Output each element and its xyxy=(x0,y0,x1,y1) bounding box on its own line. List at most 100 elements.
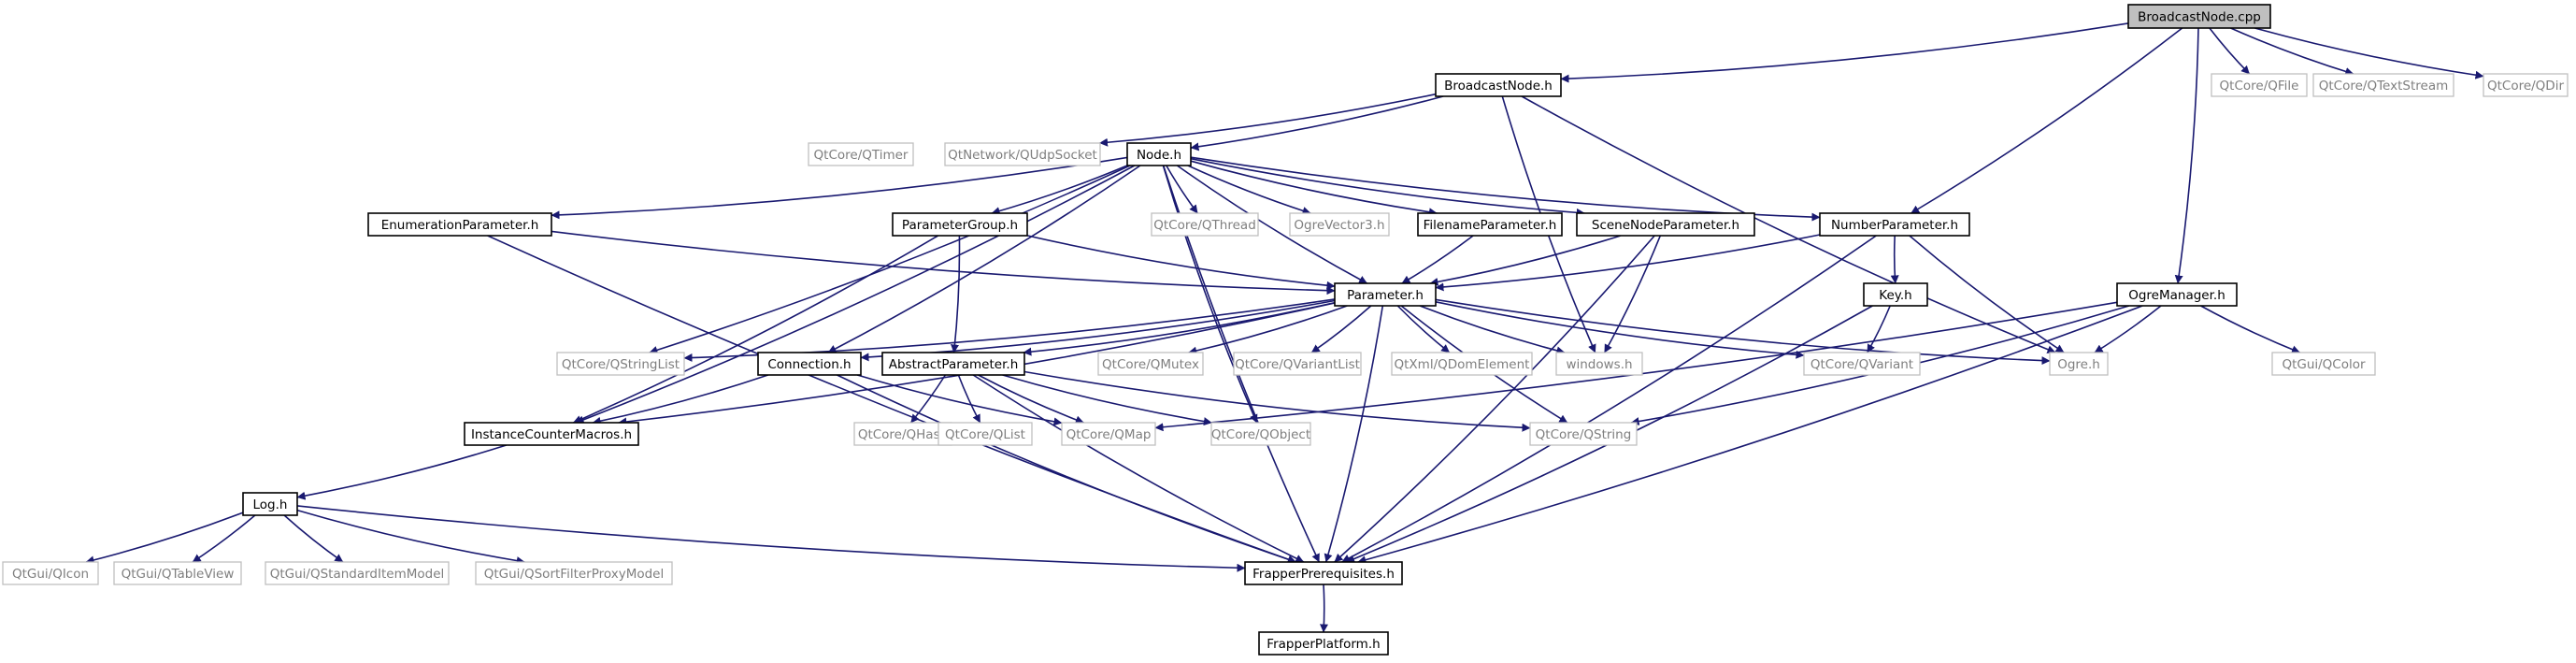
edge-broadcastnode_cpp-to-qdir xyxy=(2254,27,2484,79)
node-log-h[interactable]: Log.h xyxy=(242,492,298,516)
node-qmap: QtCore/QMap xyxy=(1061,422,1156,446)
node-label: Parameter.h xyxy=(1347,288,1424,303)
node-label: QtCore/QMutex xyxy=(1102,357,1199,372)
edge-node_h-to-connection_h xyxy=(827,165,1141,353)
edge-node_h-to-instcounter xyxy=(575,165,1136,425)
edge-broadcastnode_cpp-to-broadcastnode_h xyxy=(1560,22,2129,83)
node-qvariantlist: QtCore/QVariantList xyxy=(1233,352,1362,376)
edge-numberparam-to-key_h xyxy=(1890,235,1899,284)
node-box xyxy=(892,212,1028,237)
node-box xyxy=(1803,352,1921,376)
node-parameter-h[interactable]: Parameter.h xyxy=(1334,282,1437,307)
node-label: QtGui/QTableView xyxy=(122,567,235,582)
node-box xyxy=(1391,352,1533,376)
edge-parameter_h-to-frapperprereq xyxy=(1324,305,1384,563)
node-label: OgreVector3.h xyxy=(1294,218,1384,233)
node-box xyxy=(367,212,552,237)
node-instcounter[interactable]: InstanceCounterMacros.h xyxy=(464,422,639,446)
node-node-h[interactable]: Node.h xyxy=(1126,142,1192,166)
node-qstring: QtCore/QString xyxy=(1529,422,1638,446)
node-label: QtCore/QTimer xyxy=(814,148,909,163)
node-enumparam[interactable]: EnumerationParameter.h xyxy=(367,212,552,237)
node-box xyxy=(475,561,673,585)
node-label: QtCore/QDir xyxy=(2487,79,2564,94)
node-box xyxy=(242,492,298,516)
edge-node_h-to-qstringlist xyxy=(649,165,1131,354)
edge-abstractparam-to-qlist xyxy=(957,374,981,424)
edge-parameter_h-to-qmutex xyxy=(1188,305,1348,355)
node-box xyxy=(2127,4,2271,29)
node-frapperprereq[interactable]: FrapperPrerequisites.h xyxy=(1244,561,1403,585)
node-box xyxy=(944,142,1101,166)
node-windows-h: windows.h xyxy=(1555,352,1643,376)
node-label: QtCore/QHash xyxy=(858,427,948,442)
edge-scenenodeparam-to-parameter_h xyxy=(1429,235,1622,286)
node-ogrevector3: OgreVector3.h xyxy=(1289,212,1390,237)
node-box xyxy=(1529,422,1638,446)
node-box xyxy=(2116,282,2238,307)
node-ogre-h: Ogre.h xyxy=(2049,352,2109,376)
node-connection-h[interactable]: Connection.h xyxy=(757,352,862,376)
node-box xyxy=(1258,631,1389,656)
node-label: NumberParameter.h xyxy=(1831,218,1958,233)
node-qtimer: QtCore/QTimer xyxy=(808,142,914,166)
node-label: QtCore/QList xyxy=(945,427,1025,442)
node-abstractparam[interactable]: AbstractParameter.h xyxy=(881,352,1025,376)
node-label: QtXml/QDomElement xyxy=(1395,357,1530,372)
node-label: Ogre.h xyxy=(2057,357,2100,372)
edge-connection_h-to-qmap xyxy=(856,374,1063,426)
edge-scenenodeparam-to-windows_h xyxy=(1604,235,1662,353)
node-label: QtGui/QIcon xyxy=(12,567,89,582)
node-box xyxy=(1061,422,1156,446)
node-label: Log.h xyxy=(253,497,288,512)
node-label: SceneNodeParameter.h xyxy=(1592,218,1739,233)
node-box xyxy=(757,352,862,376)
node-label: EnumerationParameter.h xyxy=(381,218,539,233)
node-label: Key.h xyxy=(1879,288,1911,303)
edge-broadcastnode_cpp-to-qfile xyxy=(2209,27,2251,75)
node-label: Node.h xyxy=(1137,148,1181,163)
node-label: QtCore/QVariantList xyxy=(1235,357,1360,372)
node-box xyxy=(1151,212,1259,237)
node-label: FilenameParameter.h xyxy=(1424,218,1557,233)
edge-node_h-to-numberparam xyxy=(1190,156,1821,222)
node-frapperplatform[interactable]: FrapperPlatform.h xyxy=(1258,631,1389,656)
node-qtextstream: QtCore/QTextStream xyxy=(2312,73,2454,97)
node-qmutex: QtCore/QMutex xyxy=(1097,352,1204,376)
node-numberparam[interactable]: NumberParameter.h xyxy=(1819,212,1970,237)
node-qstringlist: QtCore/QStringList xyxy=(556,352,685,376)
node-paramgroup[interactable]: ParameterGroup.h xyxy=(892,212,1028,237)
node-key-h[interactable]: Key.h xyxy=(1863,282,1928,307)
node-ogremanager[interactable]: OgreManager.h xyxy=(2116,282,2238,307)
edge-broadcastnode_cpp-to-ogremanager xyxy=(2174,27,2199,284)
node-qhash: QtCore/QHash xyxy=(853,422,952,446)
edge-broadcastnode_h-to-node_h xyxy=(1190,95,1444,151)
node-label: QtCore/QObject xyxy=(1211,427,1310,442)
node-label: QtCore/QString xyxy=(1536,427,1632,442)
node-box xyxy=(2271,352,2376,376)
node-scenenodeparam[interactable]: SceneNodeParameter.h xyxy=(1576,212,1755,237)
edge-paramgroup-to-abstractparam xyxy=(951,235,961,353)
node-qdir: QtCore/QDir xyxy=(2483,73,2569,97)
node-box xyxy=(1244,561,1403,585)
node-box xyxy=(1435,73,1562,97)
node-box xyxy=(1819,212,1970,237)
edge-ogremanager-to-frapperprereq xyxy=(1357,305,2143,565)
node-broadcastnode-cpp[interactable]: BroadcastNode.cpp xyxy=(2127,4,2271,29)
edges-layer xyxy=(85,22,2484,633)
node-label: QtGui/QStandardItemModel xyxy=(270,567,445,582)
node-label: QtCore/QStringList xyxy=(562,357,680,372)
edge-abstractparam-to-qstring xyxy=(1023,370,1531,432)
node-box xyxy=(1334,282,1437,307)
edge-parameter_h-to-ogre_h xyxy=(1435,298,2051,366)
node-box xyxy=(556,352,685,376)
node-label: QtGui/QSortFilterProxyModel xyxy=(484,567,664,582)
node-broadcastnode-h[interactable]: BroadcastNode.h xyxy=(1435,73,1562,97)
edge-node_h-to-enumparam xyxy=(551,156,1128,220)
node-label: QtCore/QVariant xyxy=(1810,357,1913,372)
node-qobject: QtCore/QObject xyxy=(1210,422,1311,446)
node-label: windows.h xyxy=(1566,357,1632,372)
edge-node_h-to-ogrevector3 xyxy=(1187,165,1311,215)
node-filenameparam[interactable]: FilenameParameter.h xyxy=(1417,212,1563,237)
